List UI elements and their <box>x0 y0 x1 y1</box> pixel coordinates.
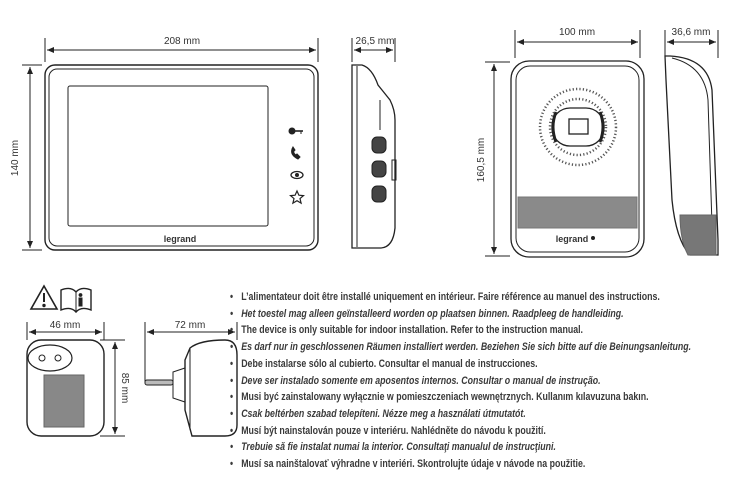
monitor-depth-label: 26,5 mm <box>356 36 395 47</box>
warning-text: Csak beltérben szabad telepíteni. Nézze … <box>241 407 526 420</box>
adapter-width-label: 46 mm <box>50 320 81 331</box>
monitor-front-view <box>22 38 319 251</box>
indoor-installation-warnings: •L’alimentateur doit être installé uniqu… <box>230 289 750 473</box>
monitor-side-view <box>351 38 397 249</box>
door-station-side-view <box>664 30 719 256</box>
warning-item-hu: •Csak beltérben szabad telepíteni. Nézze… <box>230 407 526 420</box>
warning-item-sk: •Musí sa nainštalovať výhradne v interié… <box>230 458 586 471</box>
warning-text: Musí sa nainštalovať výhradne v interiér… <box>241 458 586 471</box>
warning-item-nl: •Het toestel mag alleen geïnstalleerd wo… <box>230 307 624 320</box>
door-station-height-label: 160,5 mm <box>476 138 487 182</box>
warning-item-ro: •Trebuie să fie instalat numai la interi… <box>230 441 556 454</box>
manual-book-icon <box>60 287 92 314</box>
phone-icon <box>291 146 301 160</box>
monitor-brand-logo: legrand <box>164 234 197 244</box>
eye-icon <box>290 170 304 180</box>
warning-text: The device is only suitable for indoor i… <box>241 324 583 337</box>
warning-text: Musi być zainstalowany wyłącznie w pomie… <box>241 391 649 404</box>
warning-item-de: •Es darf nur in geschlossenen Räumen ins… <box>230 341 692 354</box>
adapter-height-label: 85 mm <box>119 373 130 404</box>
warning-item-fr: •L’alimentateur doit être installé uniqu… <box>230 291 660 303</box>
warning-text: Deve ser instalado somente em aposentos … <box>241 374 601 387</box>
warning-triangle-icon <box>29 284 59 310</box>
warning-text: Het toestel mag alleen geïnstalleerd wor… <box>241 307 624 320</box>
warning-item-es: •Debe instalarse sólo al cubierto. Consu… <box>230 357 538 370</box>
door-station-width-label: 100 mm <box>559 27 595 38</box>
warning-item-pt: •Deve ser instalado somente em aposentos… <box>230 374 601 387</box>
warning-item-pl-tr: •Musi być zainstalowany wyłącznie w pomi… <box>230 391 649 404</box>
adapter-front-view <box>26 322 105 437</box>
warning-text: Musí být nainstalován pouze v interiéru.… <box>241 424 546 437</box>
warning-text: Es darf nur in geschlossenen Räumen inst… <box>241 341 692 354</box>
warning-text: Debe instalarse sólo al cubierto. Consul… <box>241 357 538 370</box>
door-station-front-view <box>485 30 645 258</box>
door-station-depth-label: 36,6 mm <box>672 27 711 38</box>
adapter-side-view <box>100 322 238 437</box>
key-icon <box>288 127 303 135</box>
warning-text: Trebuie să fie instalat numai la interio… <box>241 441 556 454</box>
warning-item-cs: •Musí být nainstalován pouze v interiéru… <box>230 424 546 437</box>
warning-item-en: •The device is only suitable for indoor … <box>230 324 583 337</box>
door-station-brand-logo: legrand <box>556 234 589 244</box>
warning-text: L’alimentateur doit être installé unique… <box>241 291 660 303</box>
star-icon <box>289 189 305 205</box>
monitor-width-label: 208 mm <box>164 36 200 47</box>
monitor-height-label: 140 mm <box>10 140 21 176</box>
adapter-depth-label: 72 mm <box>175 320 206 331</box>
